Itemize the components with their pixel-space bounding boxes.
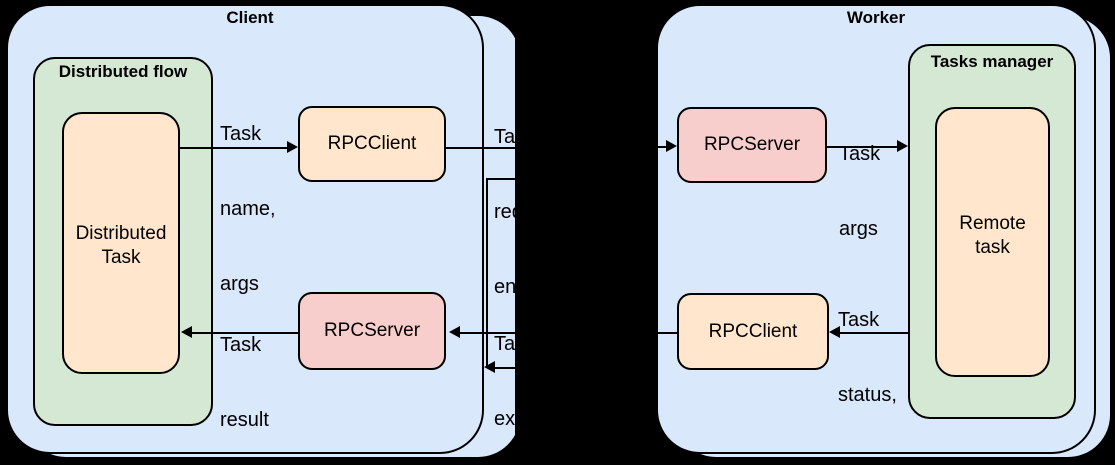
worker-rpcserver-label: RPCServer bbox=[703, 134, 801, 155]
edge-network-to-rpcserver-line bbox=[460, 332, 566, 334]
edge-label-task-request-line3: en bbox=[494, 276, 517, 298]
edge-network-to-rpcserver-arrowhead bbox=[449, 326, 460, 338]
edge-label-task-result-line2: result bbox=[220, 409, 269, 431]
edge-network-to-client-lower-arrowhead bbox=[484, 361, 495, 373]
edge-network-vline-left bbox=[486, 178, 488, 368]
client-rpcserver-label: RPCServer bbox=[323, 320, 421, 341]
edge-tasks-to-worker-rpcclient-arrowhead bbox=[829, 326, 840, 338]
worker-rpcclient-label: RPCClient bbox=[708, 320, 798, 342]
edge-label-task-request-line1: Ta bbox=[494, 126, 516, 148]
worker-rpcclient-box bbox=[677, 293, 829, 370]
client-rpcclient-label: RPCClient bbox=[327, 133, 417, 154]
edge-label-task-status-line3: result bbox=[838, 458, 897, 465]
edge-label-task-status-line1: Task bbox=[838, 309, 880, 331]
edge-tasks-to-worker-rpcclient-line bbox=[840, 332, 908, 334]
center-occlusion-band bbox=[515, 0, 657, 465]
edge-label-task-name-args: Task name, args bbox=[220, 72, 276, 347]
edge-label-task-args-line1: Task bbox=[839, 143, 881, 165]
edge-label-task-status-line2: status, bbox=[838, 384, 897, 406]
client-rpcserver-box bbox=[298, 292, 446, 370]
worker-panel-title: Worker bbox=[846, 8, 906, 27]
tasks-manager-title: Tasks manager bbox=[930, 52, 1054, 71]
edge-rpcclient-to-network-line bbox=[446, 147, 566, 149]
edge-network-to-worker-rpcserver-arrowhead bbox=[666, 140, 677, 152]
edge-rpcserver-to-task-line bbox=[192, 332, 298, 334]
edge-label-task-name-args-line2: name, bbox=[220, 198, 276, 220]
distributed-task-box bbox=[62, 112, 180, 374]
worker-rpcserver-box bbox=[677, 107, 827, 183]
top-left-background-corner bbox=[0, 0, 8, 18]
remote-task-label-line1: Remote bbox=[959, 213, 1026, 234]
remote-task-label-line2: task bbox=[975, 237, 1010, 258]
edge-label-task-status-result: Task status, result bbox=[838, 258, 897, 465]
edge-label-task-exec-line1: Ta bbox=[494, 333, 516, 355]
edge-task-to-rpcclient-arrowhead bbox=[287, 141, 298, 153]
remote-task-box bbox=[935, 107, 1050, 377]
distributed-flow-title: Distributed flow bbox=[58, 62, 188, 81]
edge-rpcserver-to-task-arrowhead bbox=[181, 326, 192, 338]
edge-label-task-result-line1: Task bbox=[220, 334, 262, 356]
edge-worker-rpcserver-to-tasks-line bbox=[827, 146, 897, 148]
client-panel-title: Client bbox=[226, 8, 274, 27]
edge-label-task-result: Task result bbox=[220, 283, 269, 465]
edge-label-task-name-args-line3: args bbox=[220, 273, 259, 295]
edge-label-task-exec-line2: ex bbox=[494, 408, 516, 430]
edge-label-task-args-line2: args bbox=[839, 218, 878, 240]
edge-worker-rpcserver-to-tasks-arrowhead bbox=[897, 140, 908, 152]
edge-label-task-exec: Ta ex bbox=[494, 282, 516, 465]
client-rpcclient-box bbox=[298, 106, 446, 182]
edge-task-to-rpcclient-line bbox=[180, 147, 287, 149]
edge-label-task-name-args-line1: Task bbox=[220, 123, 262, 145]
distributed-task-label-line2: Task bbox=[101, 247, 141, 268]
distributed-task-label-line1: Distributed bbox=[75, 223, 167, 244]
edge-worker-rpcclient-to-network-line bbox=[648, 332, 679, 334]
edge-label-task-args: Task args bbox=[839, 92, 880, 292]
